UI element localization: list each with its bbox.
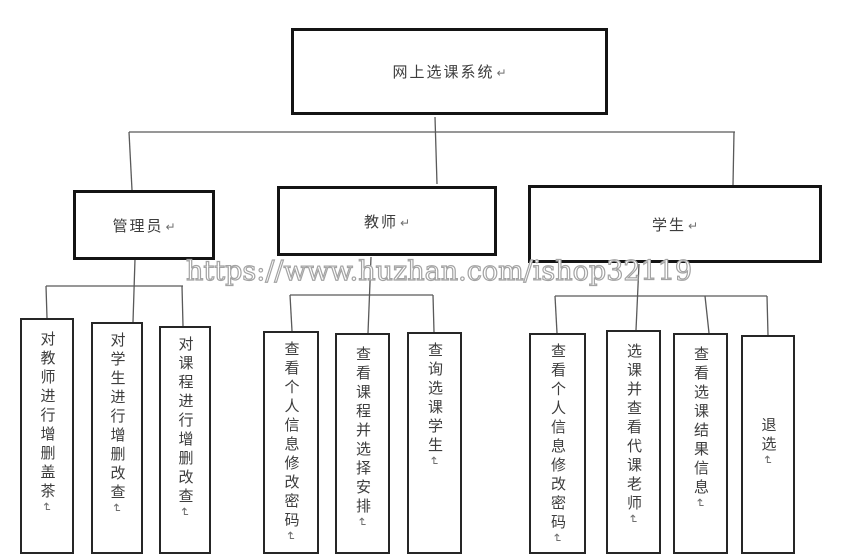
node-teacher-profile-password: 查看个人信息修改密码↵ [263,331,319,554]
return-mark: ↵ [283,531,298,542]
watermark-url: https://www.huzhan.com/ishop32119 [185,255,693,287]
return-mark: ↵ [626,514,640,525]
return-mark: ↵ [399,215,411,230]
return-mark: ↵ [693,498,707,509]
node-admin-student-crud: 对学生进行增删改查↵ [91,322,143,554]
diagram-canvas: 网上选课系统↵ 管理员↵ 教师↵ 学生↵ 对教师进行增删盖茶↵ 对学生进行增删改… [20,28,822,554]
return-mark: ↵ [355,517,369,528]
node-student-withdraw: 退选↵ [741,335,795,554]
return-mark: ↵ [39,502,54,513]
connector-lines [45,116,769,336]
return-mark: ↵ [109,503,124,514]
node-admin-course-crud: 对课程进行增删改查↵ [159,326,211,554]
node-teacher-query-students: 查询选课学生↵ [407,332,462,554]
node-student-select-course-teacher: 选课并查看代课老师↵ [606,330,661,554]
node-admin-label: 管理员↵ [112,217,176,235]
node-student-profile-password: 查看个人信息修改密码↵ [529,333,586,554]
node-root: 网上选课系统↵ [291,28,608,115]
node-student-label: 学生↵ [651,216,699,234]
return-mark: ↵ [687,218,699,233]
diagram-page: { "tree": { "return_mark": "↵", "root": … [20,28,822,554]
return-mark: ↵ [165,219,176,234]
return-mark: ↵ [427,456,441,467]
return-mark: ↵ [760,455,775,466]
return-mark: ↵ [550,533,564,544]
node-student: 学生↵ [528,185,822,263]
node-root-label: 网上选课系统↵ [392,64,507,81]
node-student-result-info: 查看选课结果信息↵ [673,333,728,554]
node-teacher: 教师↵ [277,186,497,256]
node-admin: 管理员↵ [73,190,215,260]
return-mark: ↵ [177,507,192,518]
node-admin-teacher-crud: 对教师进行增删盖茶↵ [20,318,74,554]
node-teacher-course-schedule: 查看课程并选择安排↵ [335,333,390,554]
node-teacher-label: 教师↵ [363,213,411,231]
return-mark: ↵ [496,66,507,80]
